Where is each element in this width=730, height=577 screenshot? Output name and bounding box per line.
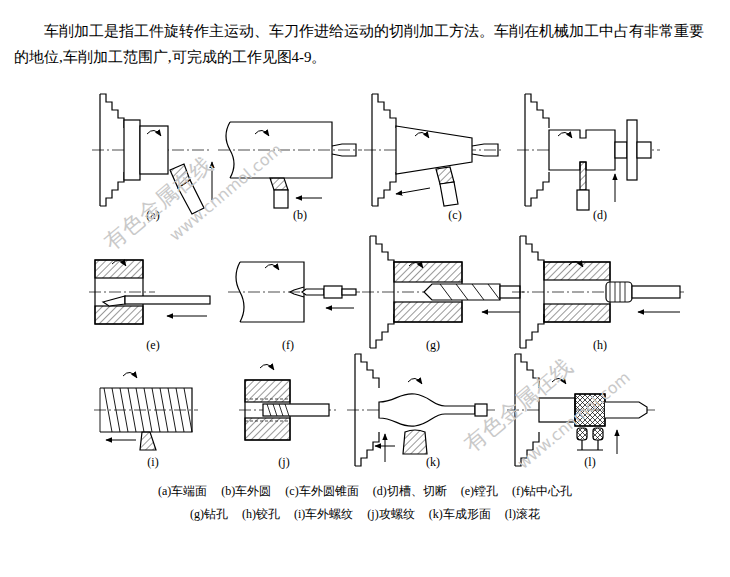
figure-caption: (d)切槽、切断 (373, 483, 447, 499)
figure-letter: (j) (278, 455, 289, 469)
figure-letter: (b) (293, 208, 307, 222)
figure-letter: (k) (426, 455, 440, 469)
figure-caption: (j)攻螺纹 (367, 506, 414, 522)
figure-caption: (b)车外圆 (221, 483, 271, 499)
caption-row: (g)钻孔 (h)铰孔 (i)车外螺纹 (j)攻螺纹 (k)车成形面 (l)滚花 (0, 506, 730, 522)
figure-caption: (e)镗孔 (461, 483, 498, 499)
figure-caption: (c)车外圆锥面 (285, 483, 358, 499)
caption-row: (a)车端面 (b)车外圆 (c)车外圆锥面 (d)切槽、切断 (e)镗孔 (f)钻中心孔 (0, 483, 730, 499)
figure-letter: (f) (282, 338, 294, 352)
figure-letter: (d) (593, 208, 607, 222)
figure-caption: (f)钻中心孔 (512, 483, 572, 499)
intro-paragraph: 车削加工是指工件旋转作主运动、车刀作进给运动的切削加工方法。车削在机械加工中占有… (14, 18, 716, 70)
figure-letter: (c) (448, 208, 461, 222)
figure-caption: (g)钻孔 (190, 506, 228, 522)
figure-caption: (a)车端面 (158, 483, 207, 499)
figure-letter: (l) (584, 455, 595, 469)
figure-caption: (h)铰孔 (242, 506, 280, 522)
figure-letter: (i) (147, 455, 158, 469)
figure-letter: (g) (426, 338, 440, 352)
figure-letter: (e) (146, 338, 159, 352)
figure-caption: (i)车外螺纹 (294, 506, 353, 522)
figure-caption: (l)滚花 (505, 506, 540, 522)
figure-caption: (k)车成形面 (429, 506, 491, 522)
figure-letter: (h) (593, 338, 607, 352)
